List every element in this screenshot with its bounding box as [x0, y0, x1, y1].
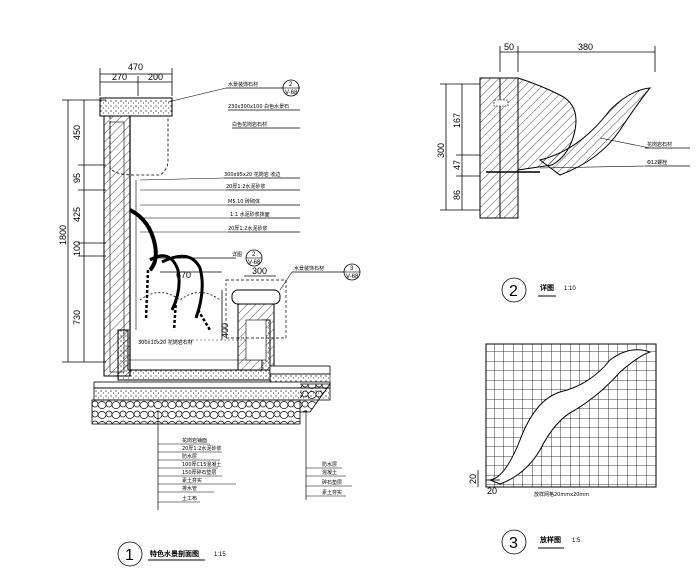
- detail-2-dim-86: 86: [452, 190, 462, 200]
- title-2-scale: 1:10: [564, 286, 576, 292]
- dim-200: 200: [148, 72, 163, 82]
- note-4: 300x95x20 花岗岩 收边: [224, 171, 280, 178]
- callout-detail-text: 详图: [232, 251, 242, 258]
- title-1-number: 1: [125, 547, 134, 564]
- right-curb: 300: [225, 266, 287, 371]
- title-2-number: 2: [509, 283, 518, 300]
- detail-2-notes: 花岗岩石材 Φ12螺栓: [539, 137, 690, 169]
- bottom-note-3: 防水层: [182, 453, 197, 460]
- bottom-right-note-3: 碎石垫层: [322, 479, 342, 486]
- callout-detail-sheet: V-68: [248, 260, 261, 266]
- detail-2-dim-50: 50: [504, 42, 514, 52]
- detail-2-note-2: Φ12螺栓: [647, 159, 667, 166]
- title-drawing-2: 2 详图 1:10: [501, 277, 576, 303]
- callout-right-num: 3: [350, 266, 354, 272]
- bottom-note-8: 土工布: [182, 495, 197, 502]
- dim-730: 730: [72, 310, 82, 325]
- title-drawing-3: 3 放样图 1:5: [501, 529, 581, 555]
- callout-top-sheet: V-68: [285, 90, 298, 96]
- dim-100: 100: [72, 241, 82, 256]
- dim-670: 670: [176, 270, 191, 280]
- detail-2-top-dims: 50 380: [499, 42, 656, 72]
- title-drawing-1: 1 特色水景剖面图 1:15: [117, 541, 226, 567]
- fountain-spouts: 670 400: [129, 208, 230, 340]
- bottom-note-7: 排水管: [182, 485, 197, 492]
- dim-300-right: 300: [252, 266, 267, 276]
- bottom-right-note-4: 素土夯实: [322, 489, 342, 496]
- template-dim-20a: 20: [468, 474, 478, 484]
- bottom-note-6: 素土夯实: [182, 477, 202, 484]
- top-dimensions: 470 270 200: [99, 62, 173, 96]
- left-dimensions: 1800 450 95 425 100 730: [58, 99, 106, 363]
- callout-detail-num: 2: [252, 252, 256, 258]
- curve-profile: [488, 349, 652, 485]
- detail-2-dim-380: 380: [578, 42, 593, 52]
- note-1: 水景装饰石材: [228, 81, 258, 88]
- foundation-layers: [91, 381, 331, 425]
- dim-425: 425: [72, 207, 82, 222]
- note-5: 20厚1:2水泥砂浆: [226, 183, 265, 190]
- leader-notes: 水景装饰石材 230x300x100 白色水景石 白色花岗岩石材 300x95x…: [139, 81, 300, 233]
- title-1-text: 特色水景剖面图: [150, 549, 199, 558]
- dim-400: 400: [220, 323, 230, 338]
- main-wall-section: [103, 115, 137, 377]
- callout-top: 2 V-68: [282, 79, 300, 97]
- title-3-scale: 1:5: [572, 538, 581, 544]
- bottom-right-note-1: 防水层: [322, 461, 337, 468]
- note-3: 白色花岗岩石材: [232, 121, 267, 128]
- title-3-text: 放样图: [539, 535, 561, 544]
- note-2: 230x300x100 白色水景石: [228, 103, 289, 110]
- bowl-label: 300x10x20 花岗岩石材: [138, 339, 193, 346]
- title-2-text: 详图: [540, 283, 554, 292]
- ground-paving: [269, 365, 331, 385]
- note-8: 20厚1:2水泥砂浆: [228, 225, 267, 232]
- bottom-note-2: 20厚1:2水泥砂浆: [182, 445, 221, 452]
- title-1-scale: 1:15: [214, 552, 226, 558]
- detail-2-dim-300: 300: [436, 143, 446, 158]
- detail-2-wall: [479, 77, 652, 219]
- callout-right-sheet: V-68: [346, 274, 359, 280]
- detail-2-left-dims: 300 167 47 86: [436, 83, 480, 211]
- detail-2-dim-47: 47: [452, 160, 462, 170]
- template-dim-20b: 20: [487, 486, 497, 496]
- dim-1800: 1800: [58, 225, 68, 245]
- callout-right: 水景装饰石材 3 V-68: [279, 263, 361, 291]
- template-drawing-3: 20 20 放样网格20mmx20mm 3 放样图 1:5: [468, 343, 657, 555]
- detail-drawing-2: 50 380 300 167 47 86 花岗岩石材: [436, 42, 690, 303]
- callout-right-text: 水景装饰石材: [294, 265, 324, 272]
- bottom-notes-right: 防水层 混凝土 碎石垫层 素土夯实: [305, 410, 352, 500]
- title-3-number: 3: [509, 535, 518, 552]
- bottom-note-5: 150厚碎石垫层: [182, 469, 217, 476]
- bottom-right-note-2: 混凝土: [322, 469, 337, 476]
- detail-2-note-1: 花岗岩石材: [647, 141, 672, 148]
- dim-total-470: 470: [128, 62, 143, 72]
- grid-note: 放样网格20mmx20mm: [534, 491, 589, 498]
- callout-detail: 详图 2 V-68: [150, 249, 263, 267]
- note-7: 1:1 水泥砂浆抹面: [230, 211, 270, 218]
- section-drawing-1: 470 270 200 1800 450 95 425 100 730: [58, 62, 361, 567]
- bottom-notes-left: 花岗岩铺面 20厚1:2水泥砂浆 防水层 100厚C15混凝土 150厚碎石垫层…: [157, 410, 236, 510]
- dim-270: 270: [112, 72, 127, 82]
- detail-2-dim-167: 167: [452, 113, 462, 128]
- callout-top-num: 2: [289, 82, 293, 88]
- bottom-note-1: 花岗岩铺面: [182, 437, 207, 444]
- note-6: M5.10 砖砌体: [228, 198, 260, 205]
- bottom-note-4: 100厚C15混凝土: [182, 461, 221, 468]
- dim-95: 95: [72, 173, 82, 183]
- dim-450: 450: [72, 125, 82, 140]
